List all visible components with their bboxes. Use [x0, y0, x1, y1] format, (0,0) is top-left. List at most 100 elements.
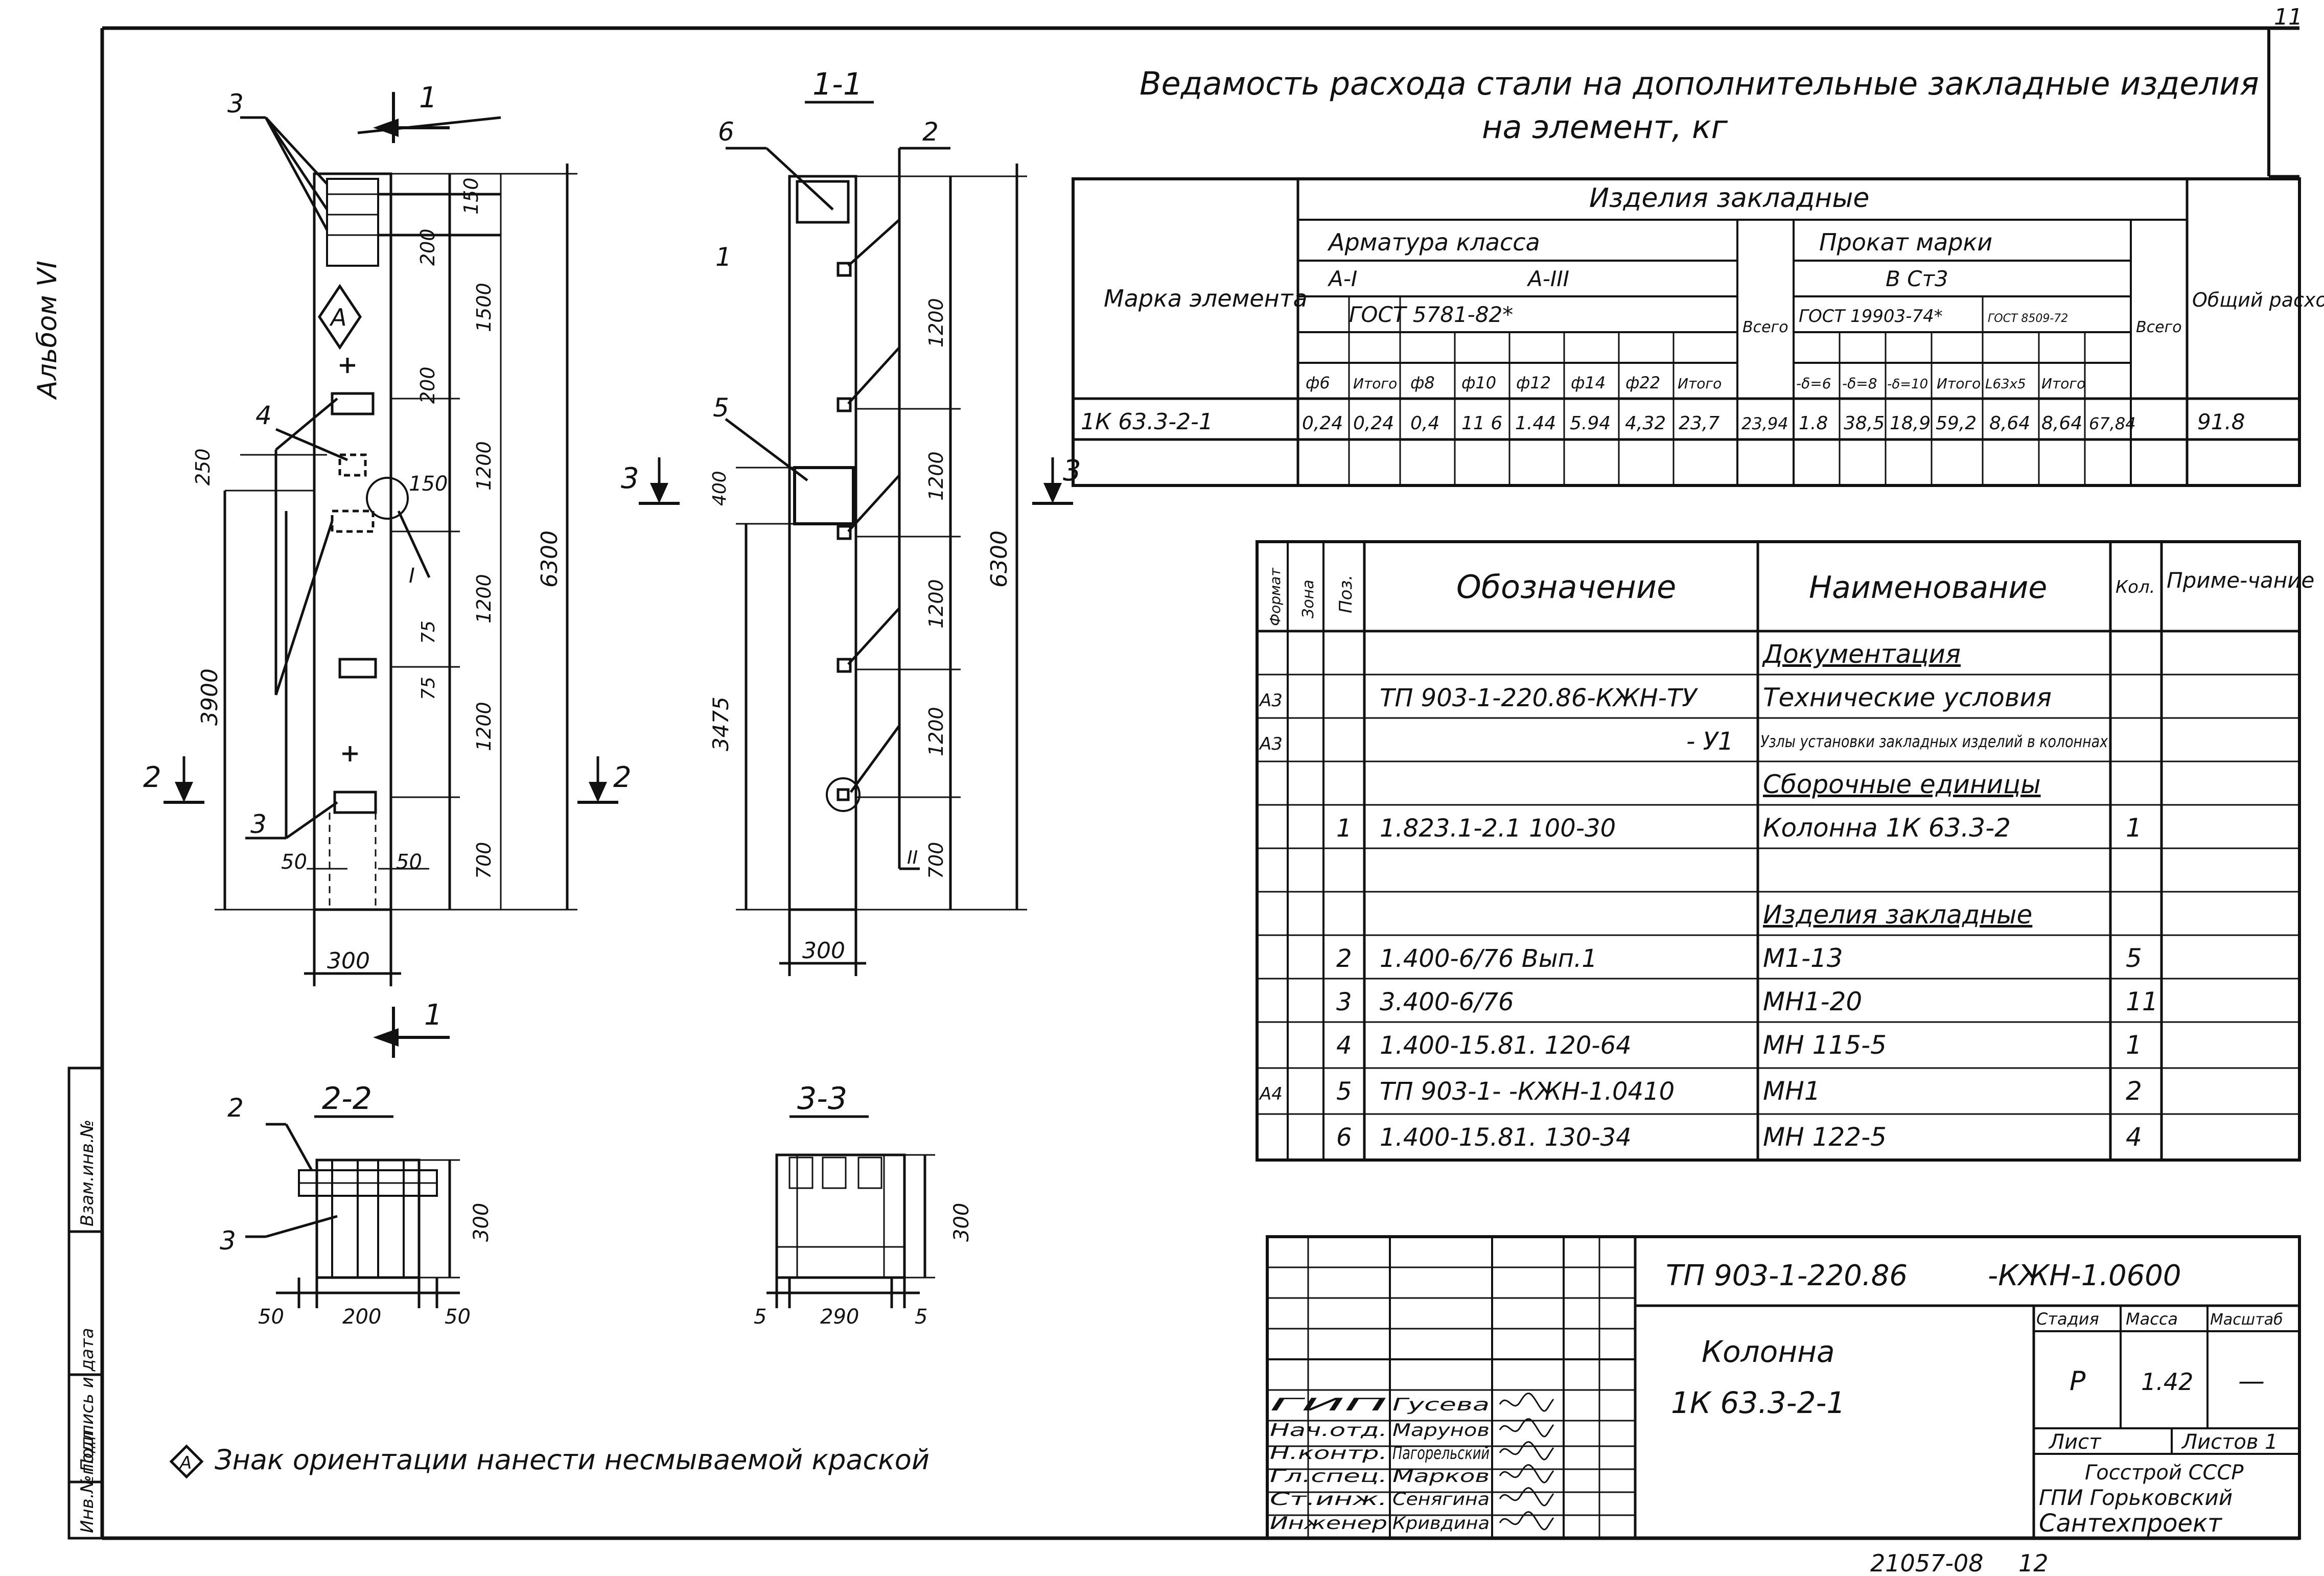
steel-table-header: Общий расход [2192, 289, 2324, 311]
position-label: 6 [718, 117, 734, 147]
spec-qty: 4 [2126, 1122, 2142, 1152]
spec-name: М1-13 [1763, 943, 1843, 973]
dimension-label: 1200 [925, 707, 947, 756]
steel-table-header: А-I [1327, 266, 1357, 291]
side-stamp-field: Инв.№подл. [77, 1424, 98, 1533]
mass-label: Масса [2126, 1309, 2178, 1329]
cut-label: 2 [143, 761, 161, 794]
dimension-label: 1200 [925, 579, 947, 629]
section-arrow-head [1043, 483, 1062, 503]
dimension-label: 50 [281, 850, 307, 874]
side-stamp-field: Подпись и дата [77, 1328, 98, 1472]
signature-role: Н.контр. [1270, 1443, 1387, 1464]
section-mark: 1 [424, 999, 443, 1032]
steel-table-value: 91.8 [2197, 409, 2245, 434]
position-label: 2 [227, 1093, 244, 1123]
stage-label: Стадия [2036, 1309, 2099, 1329]
org-line: Сантехпроект [2039, 1509, 2223, 1538]
section-arrow-head [589, 782, 607, 802]
signature-role: Нач.отд. [1270, 1420, 1387, 1441]
signature-role: ГИП [1270, 1395, 1387, 1415]
section-arrow-head [373, 119, 399, 137]
steel-table-value: 38,5 [1844, 413, 1885, 434]
steel-table-value: 8,64 [2041, 413, 2082, 434]
dimension-label: 3900 [197, 668, 223, 726]
cut-label: 3 [621, 462, 639, 495]
org-line: ГПИ Горьковский [2039, 1485, 2233, 1510]
section-1-1-view [639, 147, 1073, 976]
signature-role: Инженер [1270, 1513, 1387, 1534]
steel-table-subheader: L63х5 [1985, 377, 2026, 392]
signature-role: Гл.спец. [1270, 1466, 1387, 1487]
section-title: 1-1 [812, 66, 863, 102]
section-arrow-head [373, 1028, 399, 1047]
spec-designation: 1.400-15.81. 130-34 [1380, 1123, 1632, 1152]
steel-table-value: 23,94 [1741, 414, 1788, 433]
steel-table-header: Всего [1742, 318, 1788, 336]
section-title: 2-2 [322, 1081, 372, 1117]
side-stamp [67, 1067, 104, 1540]
spec-name: Технические условия [1763, 683, 2052, 712]
steel-table-subheader: -δ=10 [1887, 377, 1928, 392]
spec-name: Изделия закладные [1763, 900, 2032, 930]
doc-code-suffix: -КЖН-1.0600 [1988, 1259, 2181, 1292]
cut-label: 2 [613, 761, 632, 794]
spec-qty: 2 [2126, 1076, 2142, 1106]
steel-table-subheader: Итого [1353, 375, 1397, 392]
dimension-label: 300 [327, 948, 370, 974]
stage-value: Р [2070, 1366, 2086, 1397]
steel-table-value: 67,84 [2089, 414, 2136, 433]
dimension-label: 5 [915, 1305, 927, 1329]
steel-table-value: 0,4 [1410, 413, 1439, 434]
signature-scribble [1499, 1487, 1554, 1507]
position-label: 3 [250, 809, 267, 839]
signature-scribble [1499, 1441, 1554, 1461]
steel-table-header: Арматура класса [1327, 228, 1540, 256]
spec-name: Узлы установки закладных изделий в колон… [1760, 732, 2108, 751]
album-label: Альбом VI [32, 261, 63, 400]
steel-table-subheader: Итого [2041, 375, 2085, 392]
signature-scribble [1499, 1511, 1554, 1531]
spec-format: А4 [1259, 1084, 1283, 1104]
steel-table-title: Ведамость расхода стали на дополнительны… [1140, 65, 2259, 102]
sheets-label: Листов 1 [2181, 1430, 2278, 1454]
steel-table-header: Прокат марки [1819, 228, 1992, 256]
spec-pos: 2 [1336, 944, 1352, 973]
steel-table-subheader: ф8 [1410, 373, 1435, 392]
spec-qty: 1 [2126, 813, 2142, 843]
steel-table-value: 18,9 [1890, 413, 1931, 434]
signature-name: Марунов [1392, 1420, 1490, 1441]
scale-value: — [2238, 1366, 2265, 1397]
object-name: Колонна [1702, 1334, 1835, 1369]
spec-header-zone: Зона [1299, 580, 1317, 618]
steel-table-value: 5.94 [1570, 413, 1611, 434]
steel-table-header: Марка элемента [1104, 285, 1308, 312]
signature-role: Ст.инж. [1270, 1489, 1387, 1510]
spec-name: МН1-20 [1763, 987, 1862, 1016]
dimension-label: 700 [925, 842, 947, 879]
dimension-label: 75 [418, 620, 439, 644]
position-label: 3 [227, 89, 244, 119]
signature-name: Пагорельский [1392, 1443, 1490, 1464]
org-line: Госстрой СССР [2085, 1461, 2244, 1485]
spec-name: МН 122-5 [1763, 1122, 1887, 1152]
steel-table-grid [1072, 177, 2301, 487]
steel-table-header: В Ст3 [1886, 266, 1948, 291]
steel-table-value: 8,64 [1989, 413, 2030, 434]
dimension-label: 400 [709, 471, 730, 506]
dimension-label: 1500 [473, 283, 495, 332]
spec-name: МН 115-5 [1763, 1030, 1887, 1060]
signature-name: Марков [1392, 1466, 1490, 1487]
steel-table-subheader: ф12 [1516, 373, 1551, 392]
steel-table-header: ГОСТ 8509-72 [1988, 312, 2068, 325]
spec-designation: ТП 903-1-220.86-КЖН-ТУ [1380, 684, 1698, 712]
spec-name: Документация [1762, 639, 1961, 669]
steel-table-header: Всего [2136, 318, 2182, 336]
dimension-label: 250 [192, 448, 214, 485]
dimension-label: 300 [470, 1203, 493, 1242]
steel-table-subheader: -δ=6 [1796, 375, 1831, 392]
steel-table-subheader: ф10 [1461, 373, 1496, 392]
spec-header-name: Наименование [1809, 570, 2047, 606]
